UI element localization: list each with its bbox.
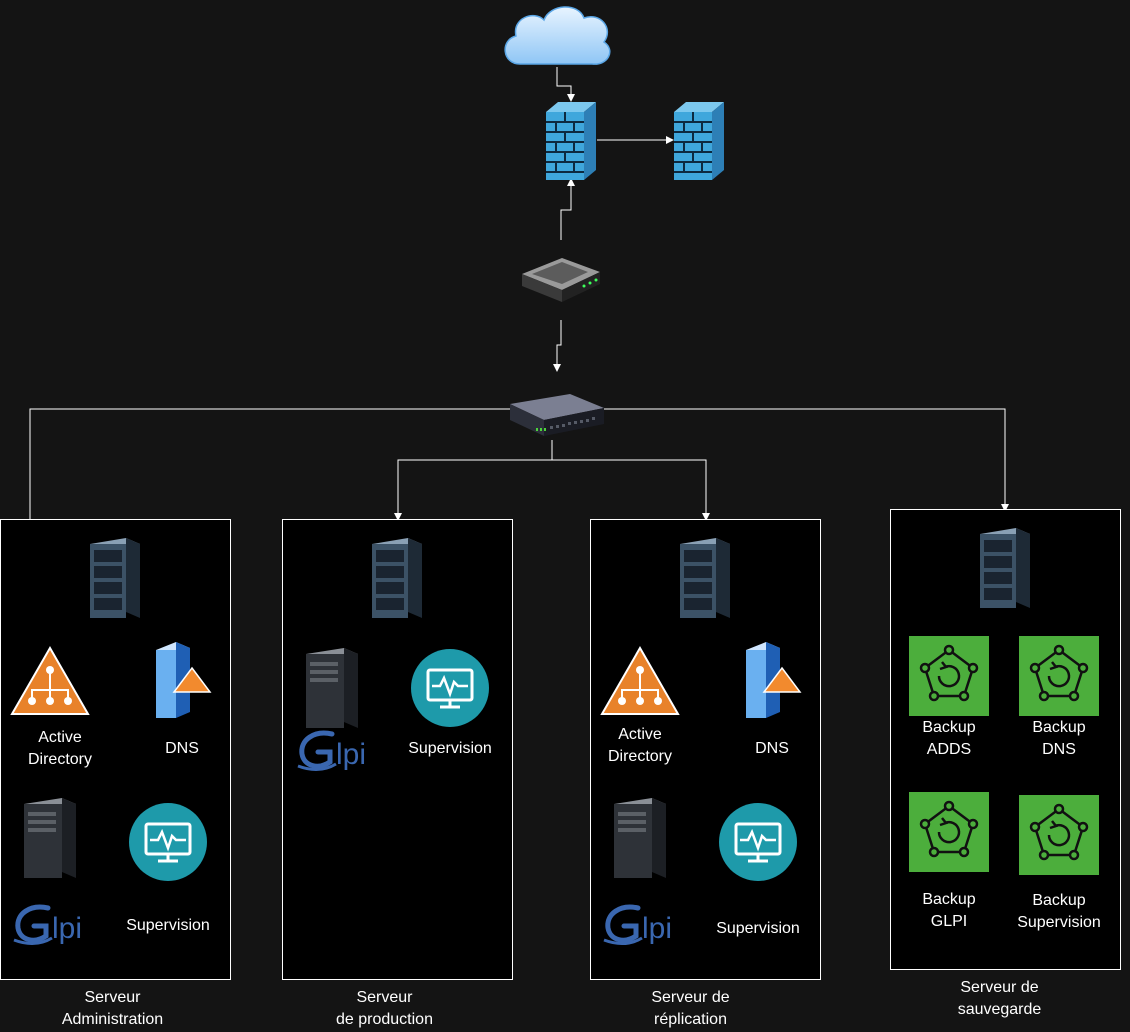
backup-icon	[909, 636, 989, 716]
service-label: Backup ADDS	[922, 719, 976, 758]
tower-server-icon	[306, 648, 358, 728]
glpi-logo-icon: lpi	[603, 904, 672, 946]
glpi-logo-text: lpi	[52, 912, 82, 945]
rack-server-icon	[980, 528, 1030, 608]
active-directory-icon	[10, 646, 90, 715]
service-label: DNS	[755, 740, 789, 757]
rack-server-icon	[90, 538, 140, 618]
server-caption-replication: Serveur de réplication	[651, 989, 730, 1028]
service-label: DNS	[165, 740, 199, 757]
dns-server-icon	[156, 642, 212, 718]
firewall-icon	[674, 102, 724, 180]
service-label: Active Directory	[607, 726, 672, 765]
service-label: Backup DNS	[1032, 719, 1086, 758]
supervision-icon	[411, 649, 489, 727]
backup-icon	[1019, 636, 1099, 716]
service-label: Supervision	[408, 740, 492, 757]
cloud-icon	[504, 6, 611, 65]
active-directory-icon	[600, 646, 680, 715]
switch-icon	[510, 394, 604, 436]
service-label: Backup Supervision	[1017, 892, 1101, 931]
backup-icon	[1019, 795, 1099, 875]
server-caption-admin: Serveur Administration	[61, 989, 164, 1028]
server-caption-backup: Serveur de sauvegarde	[957, 979, 1042, 1018]
glpi-logo-text: lpi	[336, 738, 366, 771]
glpi-logo-icon: lpi	[297, 730, 366, 772]
service-label: Backup GLPI	[922, 891, 976, 930]
firewall-icon	[546, 102, 596, 180]
supervision-icon	[719, 803, 797, 881]
service-label: Supervision	[126, 917, 210, 934]
dns-server-icon	[746, 642, 802, 718]
router-icon	[522, 258, 600, 302]
tower-server-icon	[24, 798, 76, 878]
rack-server-icon	[680, 538, 730, 618]
service-label: Active Directory	[27, 729, 92, 768]
glpi-logo-icon: lpi	[13, 904, 82, 946]
rack-server-icon	[372, 538, 422, 618]
supervision-icon	[129, 803, 207, 881]
tower-server-icon	[614, 798, 666, 878]
service-label: Supervision	[716, 920, 800, 937]
backup-icon	[909, 792, 989, 872]
glpi-logo-text: lpi	[642, 912, 672, 945]
server-caption-production: Serveur de production	[336, 989, 433, 1028]
